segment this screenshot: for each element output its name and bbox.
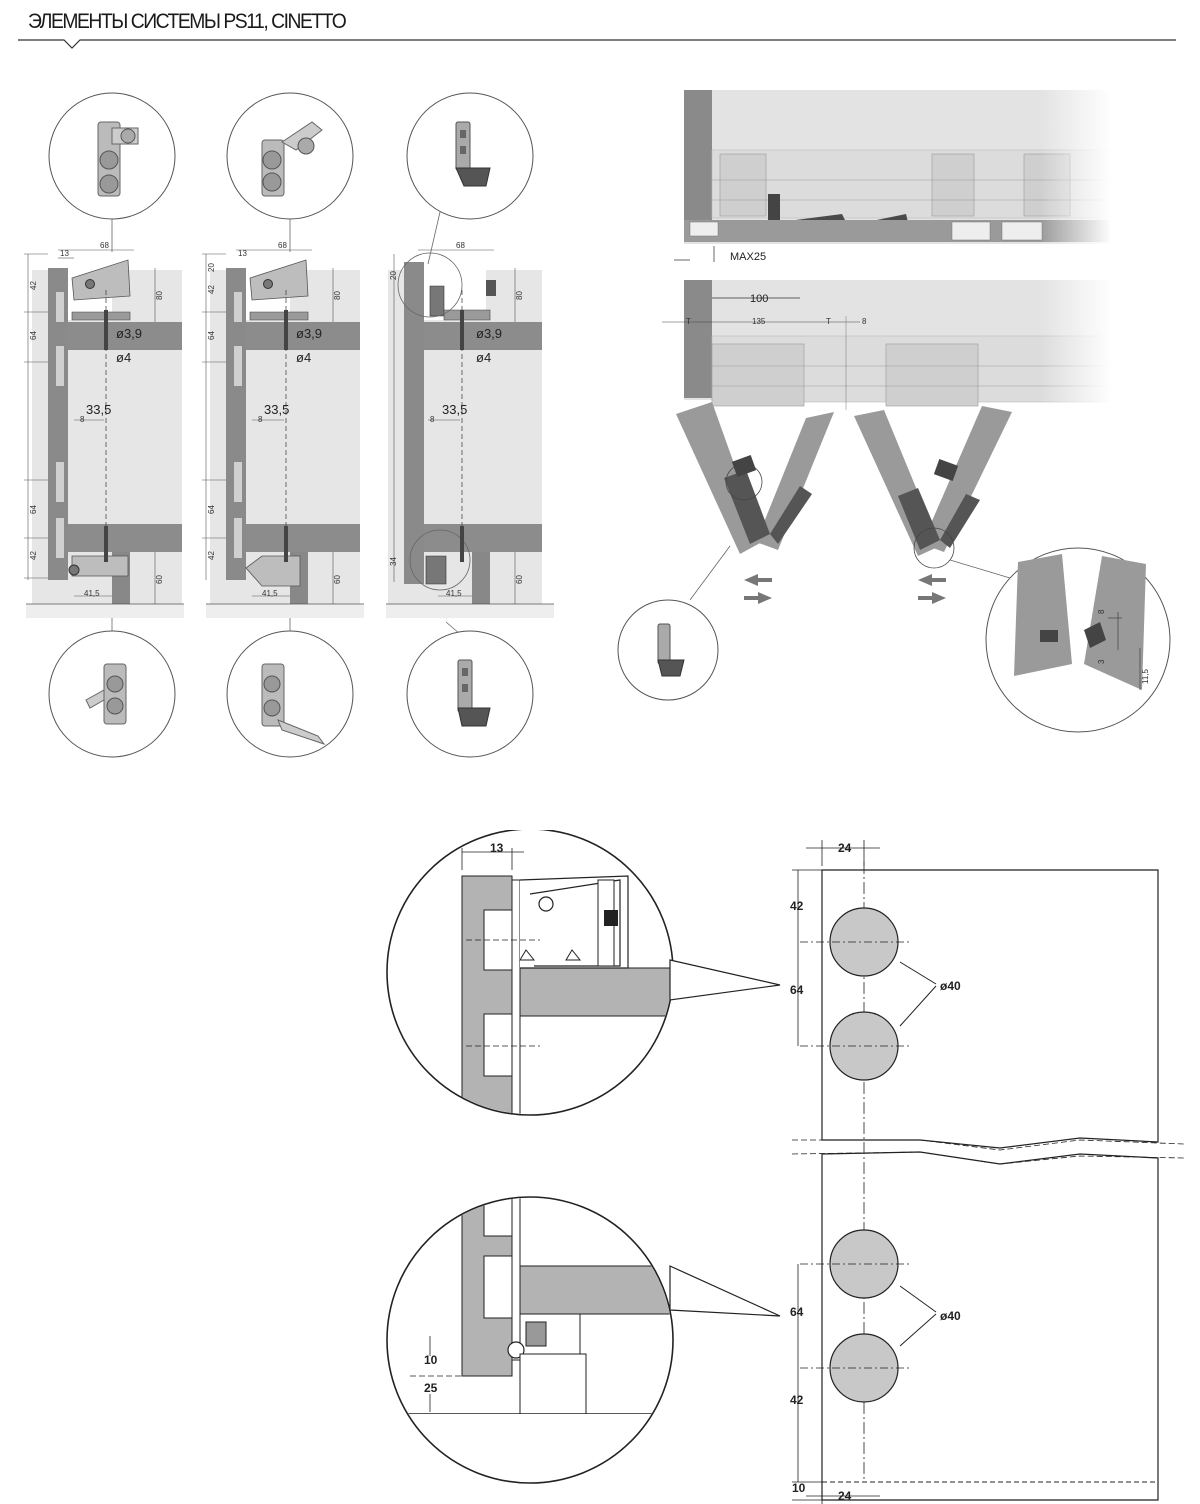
dim-10: 10: [424, 1353, 438, 1367]
folding-leaves: [676, 402, 1012, 569]
hinge-detail-circle: 8 3 11,5: [985, 547, 1171, 733]
dim-60: 60: [333, 575, 342, 584]
page-title: ЭЛЕМЕНТЫ СИСТЕМЫ PS11, CINETTO: [28, 10, 347, 33]
dim-24: 24: [838, 1489, 852, 1503]
dim-4: ø4: [116, 350, 131, 365]
fitting-detail-circle-7: [617, 599, 719, 701]
dim-41-5: 41,5: [84, 589, 100, 598]
dim-8: 8: [258, 415, 263, 424]
dim-8: 8: [862, 317, 867, 326]
dim-13: 13: [490, 841, 504, 855]
section-drawings: 13 68 42 64 64 42 80 60 8 41,5 ø3,9 ø4 3…: [24, 92, 554, 758]
door-panel-outline: [791, 869, 1185, 1501]
drilling-scheme: 24 42 64 ø40 64 ø40 42 10 24: [790, 840, 1185, 1504]
dim-68: 68: [456, 241, 465, 250]
folding-door-drawing: MAX25 100 135 T T 8: [617, 90, 1171, 733]
fitting-detail-circle-1: [48, 92, 176, 220]
profile-detail-top: 13: [386, 830, 781, 1116]
dim-t: T: [686, 317, 691, 326]
dim-42: 42: [29, 551, 38, 560]
dim-3: 3: [1097, 659, 1106, 664]
fitting-detail-circle-3: [406, 92, 534, 220]
section-drawing-1: 13 68 42 64 64 42 80 60 8 41,5 ø3,9 ø4 3…: [24, 241, 182, 610]
dim-33-5: 33,5: [264, 402, 289, 417]
floor-lines: [26, 603, 554, 618]
dim-41-5: 41,5: [446, 589, 462, 598]
fitting-detail-circle-4: [48, 630, 176, 758]
rail-panel-top: [684, 90, 1112, 250]
dim-ø40: ø40: [940, 1309, 961, 1323]
dim-42: 42: [790, 899, 804, 913]
dim-64: 64: [207, 331, 216, 340]
dim-11-5: 11,5: [1141, 668, 1150, 684]
dim-20: 20: [207, 263, 216, 272]
dim-64: 64: [29, 331, 38, 340]
dim-t: T: [826, 317, 831, 326]
dim-13: 13: [238, 249, 247, 258]
dim-10: 10: [792, 1481, 806, 1495]
dim-42: 42: [790, 1393, 804, 1407]
bore-holes: [800, 907, 912, 1403]
dim-3-9: ø3,9: [476, 326, 502, 341]
dim-135: 135: [752, 317, 766, 326]
dim-ø40: ø40: [940, 979, 961, 993]
fitting-detail-circle-6: [406, 630, 534, 758]
dim-60: 60: [155, 575, 164, 584]
dim-33-5: 33,5: [86, 402, 111, 417]
dim-8: 8: [80, 415, 85, 424]
dim-42: 42: [29, 281, 38, 290]
dim-100: 100: [750, 293, 768, 305]
header-rule: [18, 39, 1176, 49]
dim-60: 60: [515, 575, 524, 584]
section-drawing-2: 13 68 20 42 64 64 42 80 60 8 41,5 ø3,9 ø…: [202, 241, 360, 610]
dim-20: 20: [389, 271, 398, 280]
fitting-detail-circle-2: [226, 92, 354, 220]
dim-8: 8: [430, 415, 435, 424]
dim-68: 68: [100, 241, 109, 250]
rail-panel-middle: [684, 280, 1112, 407]
dim-3-9: ø3,9: [116, 326, 142, 341]
dim-80: 80: [515, 291, 524, 300]
dim-13: 13: [60, 249, 69, 258]
fitting-detail-circle-5: [226, 630, 354, 758]
dim-4: ø4: [296, 350, 311, 365]
dim-42: 42: [207, 551, 216, 560]
dim-25: 25: [424, 1381, 438, 1395]
dim-64: 64: [790, 1305, 804, 1319]
dim-80: 80: [333, 291, 342, 300]
dim-max25: MAX25: [730, 251, 766, 263]
dim-41-5: 41,5: [262, 589, 278, 598]
dim-33-5: 33,5: [442, 402, 467, 417]
dim-34: 34: [389, 557, 398, 566]
dim-4: ø4: [476, 350, 491, 365]
dim-42: 42: [207, 285, 216, 294]
dim-68: 68: [278, 241, 287, 250]
dim-64: 64: [207, 505, 216, 514]
dim-80: 80: [155, 291, 164, 300]
dim-64: 64: [790, 983, 804, 997]
dim-3-9: ø3,9: [296, 326, 322, 341]
dim-8: 8: [1097, 609, 1106, 614]
profile-detail-bottom: 10 25: [386, 1196, 781, 1484]
dim-24: 24: [838, 841, 852, 855]
dim-64: 64: [29, 505, 38, 514]
section-drawing-3: 68 20 34 80 60 8 41,5 ø3,9 ø4 33,5: [388, 241, 542, 610]
direction-arrows: [744, 574, 946, 604]
profile-detail-drawing: 13 10 25: [386, 830, 781, 1484]
dimension-lines: [792, 840, 937, 1504]
